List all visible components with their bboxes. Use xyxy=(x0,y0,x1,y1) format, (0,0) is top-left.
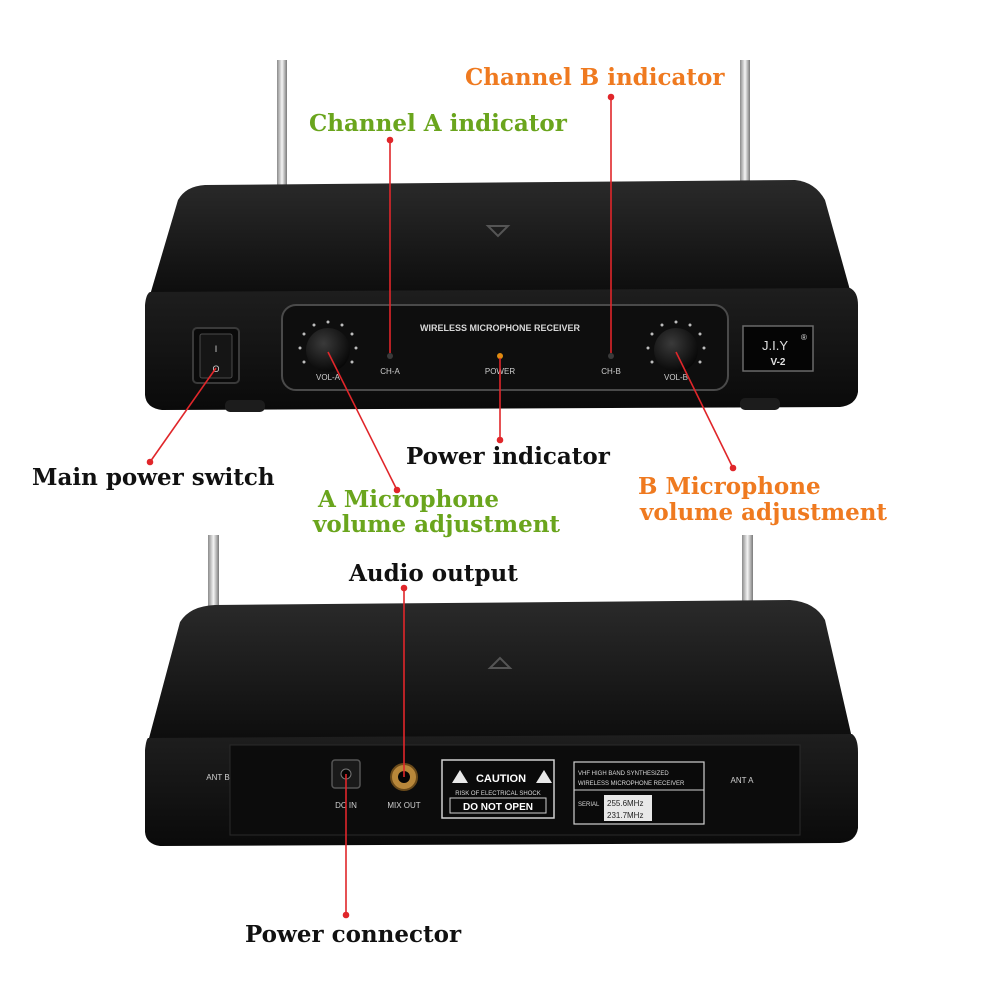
pointer-b-volume xyxy=(675,351,734,469)
freq-2: 231.7MHz xyxy=(607,811,643,820)
volume-knob-a xyxy=(306,328,350,372)
caution-label xyxy=(441,759,555,819)
brand-badge xyxy=(742,325,814,372)
spec-line1: VHF HIGH BAND SYNTHESIZED xyxy=(578,771,669,777)
knob-a-scale xyxy=(298,320,358,364)
pointer-lines xyxy=(146,93,737,919)
freq-1: 255.6MHz xyxy=(607,799,643,808)
pointer-main-switch xyxy=(149,367,217,463)
do-not-open-box xyxy=(449,797,547,814)
ch-a-led xyxy=(387,353,393,359)
model-name: V-2 xyxy=(770,357,785,368)
callout-power-connector: Power connector xyxy=(245,921,462,948)
pointer-a-volume xyxy=(327,351,398,491)
callout-audio-output: Audio output xyxy=(349,560,518,587)
callout-b-volume-line1: B Microphone xyxy=(638,473,821,500)
panel-title: WIRELESS MICROPHONE RECEIVER xyxy=(420,323,581,333)
spec-line2: WIRELESS MICROPHONE RECEIVER xyxy=(578,781,685,787)
freq-box xyxy=(604,795,652,821)
power-led xyxy=(497,353,503,359)
back-view: ANT B ANT A DC IN MIX OUT CAUTION RISK O… xyxy=(145,535,858,846)
callout-channel-a: Channel A indicator xyxy=(309,110,567,137)
back-unit-top xyxy=(148,600,852,742)
front-unit-top-arrow xyxy=(485,225,511,238)
ch-a-label: CH-A xyxy=(380,367,400,376)
front-foot-right xyxy=(740,398,780,410)
ch-b-led xyxy=(608,353,614,359)
ant-a-label: ANT A xyxy=(731,776,755,785)
back-unit-top-arrow xyxy=(487,656,513,669)
mix-out-label: MIX OUT xyxy=(387,801,420,810)
callout-b-volume-line2: volume adjustment xyxy=(640,499,888,526)
caution-warning-icon-left xyxy=(452,770,468,783)
callout-channel-b: Channel B indicator xyxy=(465,64,725,91)
caution-warning-icon-right xyxy=(536,770,552,783)
brand-name: J.I.Y xyxy=(762,338,788,353)
caution-line2: RISK OF ELECTRICAL SHOCK xyxy=(455,791,540,797)
vol-b-label: VOL-B xyxy=(664,373,688,382)
ant-b-label: ANT B xyxy=(206,773,229,782)
callout-a-volume-line1: A Microphone xyxy=(318,486,500,513)
vol-a-label: VOL-A xyxy=(316,373,341,382)
callout-a-volume-line2: volume adjustment xyxy=(313,511,561,538)
antenna-left-front xyxy=(277,60,287,195)
knob-b-scale xyxy=(646,320,706,364)
brand-registered: ® xyxy=(801,333,807,342)
ch-b-label: CH-B xyxy=(601,367,621,376)
caution-title: CAUTION xyxy=(476,773,526,785)
callout-power-indicator: Power indicator xyxy=(406,443,610,470)
control-panel xyxy=(281,304,729,391)
front-foot-left xyxy=(225,400,265,412)
front-view: I O WIRELESS MICROPHONE RECEIVER VOL-A V… xyxy=(145,60,858,412)
switch-on-mark: I xyxy=(215,344,218,354)
serial-label: SERIAL xyxy=(578,802,600,808)
volume-knob-b xyxy=(654,328,698,372)
front-unit-top xyxy=(150,180,850,295)
power-switch xyxy=(199,333,233,379)
do-not-open-text: DO NOT OPEN xyxy=(463,802,533,813)
callout-main-power-switch: Main power switch xyxy=(32,464,275,491)
antenna-right-front xyxy=(740,60,750,190)
